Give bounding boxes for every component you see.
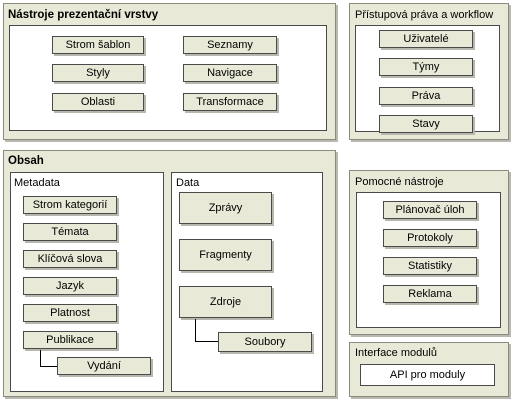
metadata-title: Metadata (14, 177, 60, 189)
module-api-box: API pro moduly (360, 364, 495, 386)
data-title: Data (176, 177, 200, 189)
messages-box: Zprávy (179, 192, 272, 224)
issue-box: Vydání (57, 357, 151, 375)
sources-connector-h (195, 341, 218, 342)
advertising-box: Reklama (383, 285, 477, 303)
fragments-box: Fragmenty (179, 239, 272, 271)
content-title: Obsah (8, 155, 44, 167)
category-tree-box: Strom kategorií (23, 196, 117, 214)
states-box: Stavy (379, 115, 473, 133)
rights-box: Práva (379, 87, 473, 105)
publication-connector-v (40, 350, 41, 367)
lists-box: Seznamy (183, 36, 277, 54)
template-tree-box: Strom šablon (52, 36, 144, 54)
validity-box: Platnost (23, 304, 117, 322)
language-box: Jazyk (23, 277, 117, 295)
topics-box: Témata (23, 223, 117, 241)
transformation-box: Transformace (183, 93, 277, 111)
publication-box: Publikace (23, 331, 117, 349)
logs-box: Protokoly (383, 229, 477, 247)
regions-box: Oblasti (52, 93, 144, 111)
users-box: Uživatelé (379, 30, 473, 48)
files-box: Soubory (218, 332, 312, 352)
task-scheduler-box: Plánovač úloh (383, 201, 477, 219)
module-interface-title: Interface modulů (355, 347, 437, 359)
presentation-layer-title: Nástroje prezentační vrstvy (8, 9, 159, 21)
keywords-box: Klíčová slova (23, 250, 117, 268)
sources-box: Zdroje (179, 286, 272, 318)
helper-tools-title: Pomocné nástroje (355, 176, 444, 188)
publication-connector-h (40, 366, 57, 367)
sources-connector-v (195, 319, 196, 342)
statistics-box: Statistiky (383, 257, 477, 275)
navigation-box: Navigace (183, 64, 277, 82)
styles-box: Styly (52, 64, 144, 82)
access-rights-title: Přístupová práva a workflow (355, 9, 494, 21)
teams-box: Týmy (379, 58, 473, 76)
